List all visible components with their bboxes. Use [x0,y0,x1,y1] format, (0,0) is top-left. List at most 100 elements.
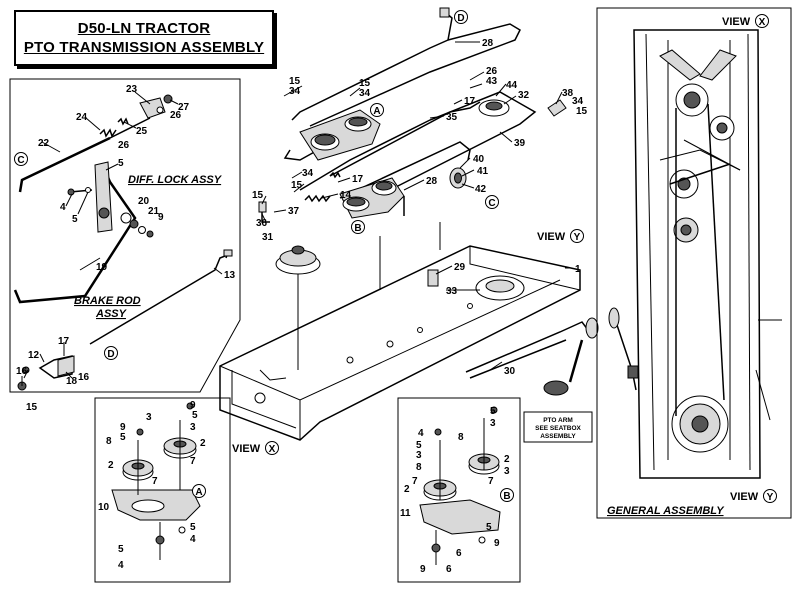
part-label: 12 [28,350,40,361]
part-label: 16 [16,366,28,377]
diff-lock-part-numbers: 23 27 24 25 26 26 22 5 4 5 20 21 9 19 13… [16,84,236,413]
part-label: 39 [514,138,526,149]
part-label: 28 [482,38,494,49]
pto-arm-box [523,411,593,443]
cable-39 [299,91,537,191]
part-label: 8 [416,462,422,473]
cable-28-top [291,11,453,121]
circle-letter-icon [104,346,118,360]
part-label: 19 [96,262,108,273]
leader-lines [23,41,563,379]
pto-line-3: ASSEMBLY [540,433,576,440]
circle-letter-icon [570,229,584,243]
part-label: 2 [200,438,206,449]
part-label: 8 [106,436,112,447]
part-label: 28 [426,176,438,187]
circle-letter-icon [454,10,468,24]
part-label: 33 [446,286,458,297]
part-label: 27 [178,102,190,113]
svg-text:X: X [759,17,766,28]
part-label: 11 [400,508,411,519]
part-label: 3 [504,466,510,477]
part-label: 9 [120,422,126,433]
part-label: 7 [412,476,418,487]
detail-panel-b [397,397,521,583]
part-label: 8 [458,432,464,443]
part-label: 7 [152,476,158,487]
title-box: D50-LN TRACTOR PTO TRANSMISSION ASSEMBLY [14,10,274,66]
view-x-top: VIEW X [722,14,769,28]
svg-text:D: D [457,13,464,24]
part-label: 30 [504,366,516,377]
callout-a-detail: A [192,484,206,498]
part-label: 3 [490,418,496,429]
part-label: 24 [76,112,88,123]
part-label: 43 [486,76,498,87]
part-label: 3 [146,412,152,423]
svg-text:D: D [107,349,114,360]
svg-text:VIEW: VIEW [537,231,566,243]
part-label: 7 [190,456,196,467]
detail-b-border [397,397,521,583]
svg-text:A: A [195,487,202,498]
diff-lock-lever [13,167,137,304]
part-label: 14 [340,190,352,201]
rod-22 [18,136,111,193]
lever-30 [465,321,589,373]
pulley-assembly-a [299,109,381,161]
general-assembly-panel [596,7,792,519]
caption-brake-rod-1: BRAKE ROD [74,295,141,307]
part-label: 2 [404,484,410,495]
svg-text:C: C [17,155,24,166]
part-label: 5 [486,522,492,533]
general-panel-border [596,7,792,519]
svg-text:Y: Y [574,232,581,243]
callout-c-main: C [485,195,499,209]
title-line-2: PTO TRANSMISSION ASSEMBLY [23,39,265,56]
svg-text:C: C [488,198,495,209]
part-label: 37 [288,206,300,217]
callout-a-main: A [370,103,384,117]
part-label: 38 [562,88,574,99]
chassis-frame [219,222,581,441]
part-label: 9 [190,400,196,411]
svg-text:B: B [354,223,361,234]
svg-text:B: B [503,491,510,502]
panel-border [9,78,241,393]
part-label: 17 [464,96,476,107]
detail-panel-a [94,397,231,583]
part-label: 17 [352,174,364,185]
part-numbers: 28 15 34 15 34 26 43 44 32 17 35 39 38 3… [252,38,588,377]
pto-line-2: SEE SEATBOX [535,425,581,432]
part-label: 13 [224,270,236,281]
svg-text:Y: Y [767,492,774,503]
part-label: 15 [26,402,38,413]
part-label: 44 [506,80,518,91]
part-label: 6 [456,548,462,559]
part-label: 5 [490,406,496,417]
detail-b-part-numbers: 4 5 3 8 5 3 8 2 3 7 7 2 11 5 9 6 9 6 [400,406,510,575]
caption-brake-rod-2: ASSY [95,308,128,320]
pulley-assembly-b [339,177,405,219]
view-y-main: VIEW Y [537,229,584,243]
part-label: 22 [38,138,50,149]
part-label: 41 [477,166,489,177]
part-label: 4 [190,534,196,545]
part-label: 15 [289,76,301,87]
part-label: 9 [158,212,164,223]
part-label: 34 [572,96,584,107]
circle-letter-icon [763,489,777,503]
part-label: 16 [78,372,90,383]
part-label: 5 [118,544,124,555]
part-label: 26 [170,110,182,121]
part-label: 1 [575,264,581,275]
detail-a-part-numbers: 9 5 3 9 5 3 8 2 2 7 7 10 5 4 5 4 [98,400,206,571]
part-label: 34 [302,168,314,179]
part-label: 5 [190,522,196,533]
part-label: 15 [291,180,303,191]
diff-lock-brake-panel [9,78,241,393]
part-label: 40 [473,154,485,165]
callout-d-top: D [454,10,468,24]
